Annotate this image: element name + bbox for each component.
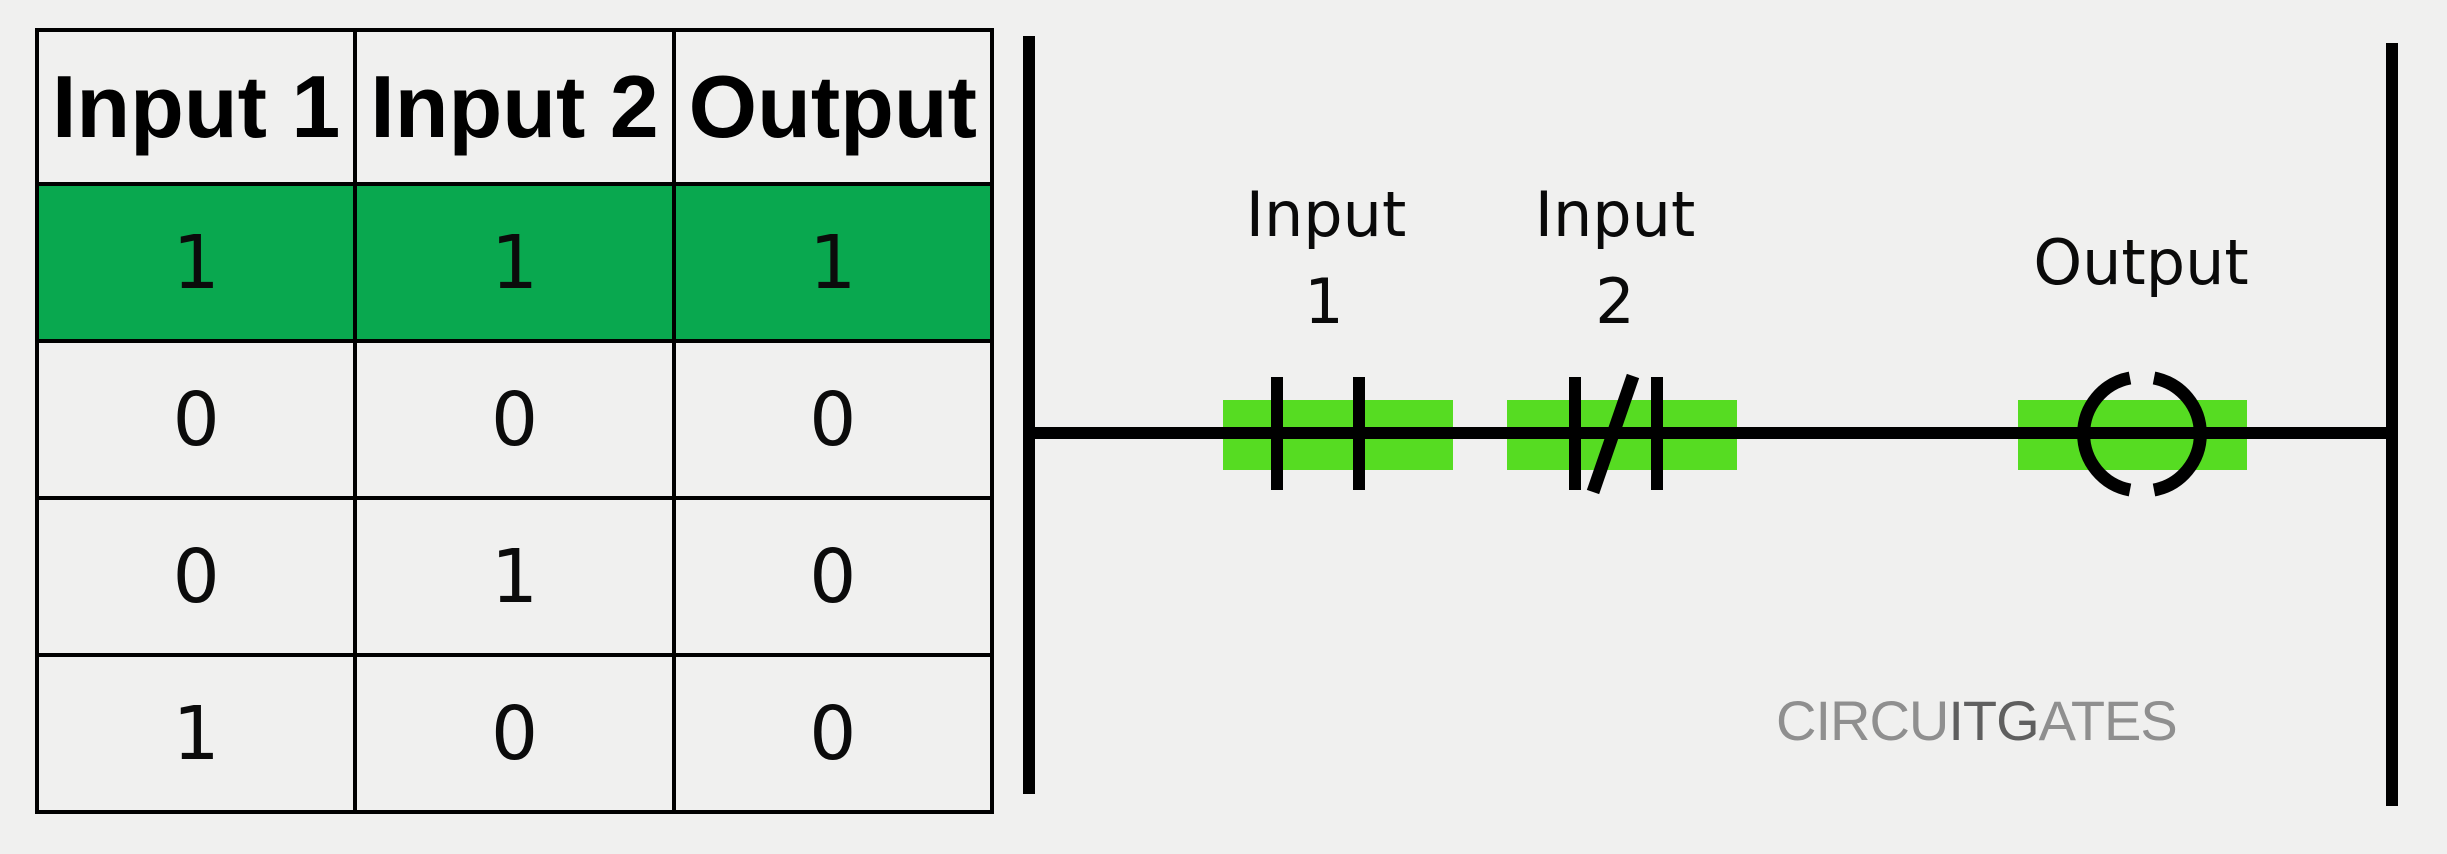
- input2-contact-left-bar: [1569, 377, 1581, 490]
- right-power-rail: [2386, 43, 2398, 806]
- cell-r2-input2: 0: [353, 339, 676, 500]
- input2-contact-right-bar: [1651, 377, 1663, 490]
- input1-label-line1: Input: [1246, 178, 1407, 251]
- header-cell-output: Output: [671, 28, 995, 186]
- watermark-part2: ITG: [1948, 689, 2038, 752]
- output-coil-left-arc: [2077, 371, 2132, 497]
- cell-r3-input1: 0: [34, 496, 358, 657]
- header-cell-input1: Input 1: [34, 28, 358, 186]
- input2-label-line2: 2: [1595, 265, 1634, 338]
- table-row: 0 0 0: [34, 339, 995, 500]
- watermark-part3: ATES: [2039, 689, 2177, 752]
- cell-r1-input1: 1: [34, 182, 358, 343]
- watermark-part1: CIRCU: [1776, 689, 1948, 752]
- cell-r4-input1: 1: [34, 653, 358, 814]
- cell-r2-output: 0: [671, 339, 995, 500]
- header-cell-input2: Input 2: [353, 28, 676, 186]
- output-label: Output: [2033, 226, 2248, 299]
- cell-r3-input2: 1: [353, 496, 676, 657]
- input1-label-line2: 1: [1304, 265, 1343, 338]
- cell-r3-output: 0: [671, 496, 995, 657]
- cell-r4-input2: 0: [353, 653, 676, 814]
- cell-r2-input1: 0: [34, 339, 358, 500]
- truth-table-header-row: Input 1 Input 2 Output: [34, 28, 995, 186]
- rung-wire: [1029, 427, 2395, 439]
- input1-contact-left-bar: [1271, 377, 1283, 490]
- watermark-text: CIRCUITGATES: [1776, 689, 2177, 752]
- truth-table: Input 1 Input 2 Output 1 1 1 0 0 0 0 1 0…: [34, 28, 995, 814]
- table-row: 1 0 0: [34, 653, 995, 814]
- input1-contact-right-bar: [1353, 377, 1365, 490]
- output-coil-right-arc: [2152, 371, 2207, 497]
- cell-r4-output: 0: [671, 653, 995, 814]
- table-row: 0 1 0: [34, 496, 995, 657]
- cell-r1-input2: 1: [353, 182, 676, 343]
- input2-label-line1: Input: [1535, 178, 1696, 251]
- cell-r1-output: 1: [671, 182, 995, 343]
- left-power-rail: [1023, 36, 1035, 794]
- table-row-highlighted: 1 1 1: [34, 182, 995, 343]
- input2-contact-nc-slash: [1586, 373, 1640, 495]
